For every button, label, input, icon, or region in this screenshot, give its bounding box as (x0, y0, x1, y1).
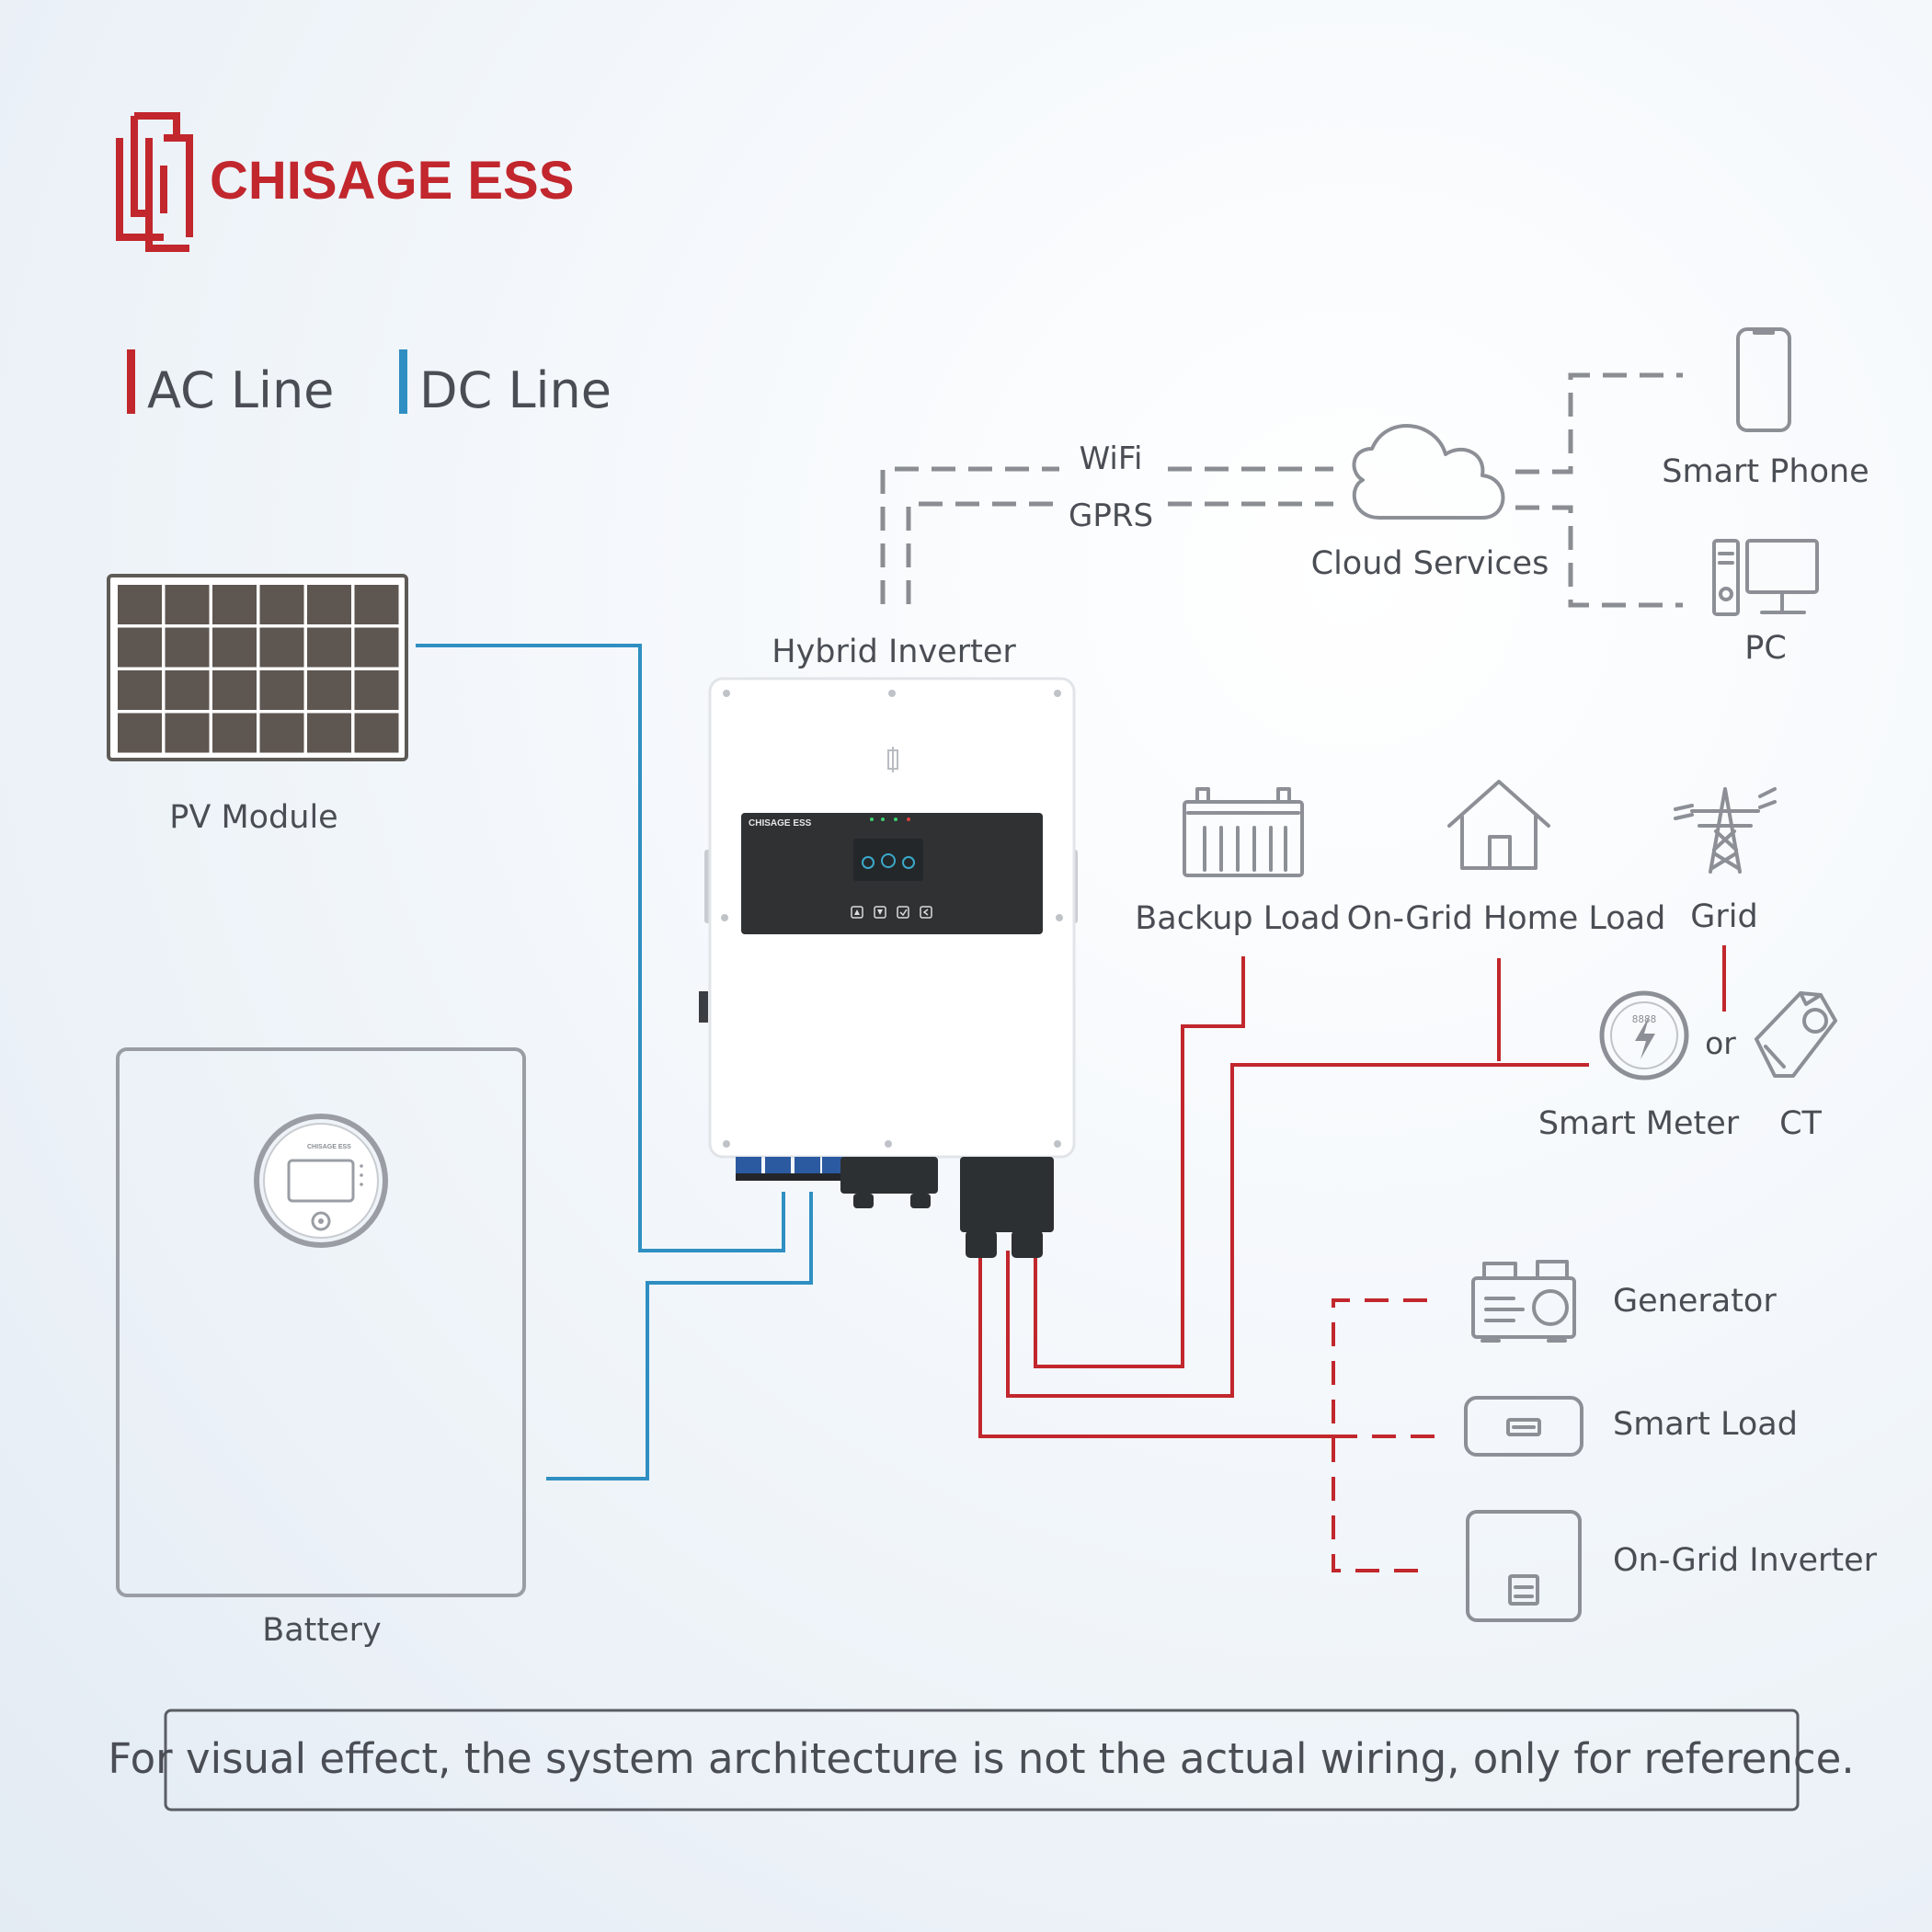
ac-lines (978, 945, 1726, 1438)
inverter-down-button[interactable] (874, 906, 886, 919)
hybrid-inverter: CHISAGE ESS (699, 677, 1078, 1258)
pv-cell (307, 585, 351, 624)
grid-label: Grid (1690, 898, 1757, 935)
smart-load-icon (1464, 1396, 1583, 1457)
battery-brand-label: CHISAGE ESS (307, 1144, 351, 1150)
pv-cell (259, 713, 304, 753)
inverter-communication-ports (840, 1157, 938, 1208)
pv-cell (259, 627, 304, 668)
generator-label: Generator (1613, 1283, 1777, 1320)
pv-cell (118, 585, 162, 624)
pv-cell (118, 670, 162, 710)
inverter-up-button[interactable] (851, 906, 863, 919)
ongrid-inverter-label: On-Grid Inverter (1613, 1542, 1878, 1579)
inverter-ac-ports (960, 1157, 1054, 1258)
ct-clamp-icon (1755, 991, 1837, 1078)
pc-icon (1712, 539, 1819, 616)
inverter-enter-button[interactable] (897, 906, 909, 919)
pv-cell (212, 585, 257, 624)
inverter-logo-icon (887, 747, 898, 772)
ct-label: CT (1779, 1105, 1822, 1142)
home-load-label: On-Grid Home Load (1347, 900, 1666, 937)
battery-label: Battery (262, 1612, 382, 1649)
inverter-back-button[interactable] (920, 906, 932, 919)
footer-note-box (164, 1709, 1800, 1812)
battery-icon: CHISAGE ESS (116, 1047, 526, 1597)
inverter-screen (853, 839, 923, 881)
pv-cell (212, 713, 257, 753)
brand-name: CHISAGE ESS (210, 151, 574, 211)
gprs-label: GPRS (1069, 497, 1153, 534)
smart-meter-digits: 8888 (1632, 1013, 1657, 1025)
wifi-label: WiFi (1080, 440, 1143, 477)
ac-legend-label: AC Line (147, 361, 334, 419)
footer-note: For visual effect, the system architectu… (108, 1734, 1854, 1783)
pv-cell (165, 670, 210, 710)
pv-cell (165, 627, 210, 668)
pv-cell (354, 713, 399, 753)
communication-lines (880, 372, 1683, 608)
pv-cell (307, 627, 351, 668)
inverter-panel-brand: CHISAGE ESS (749, 818, 812, 829)
pv-cell (354, 670, 399, 710)
smart-phone-icon (1736, 327, 1791, 432)
grid-tower-icon (1674, 787, 1777, 874)
pv-cell (118, 627, 162, 668)
pv-cell (118, 713, 162, 753)
pv-cell (259, 670, 304, 710)
generator-icon (1471, 1260, 1576, 1343)
smart-phone-label: Smart Phone (1662, 453, 1869, 490)
smart-load-label: Smart Load (1613, 1406, 1798, 1443)
smart-meter-icon (1599, 990, 1689, 1080)
brand-logo-icon (116, 112, 193, 252)
pv-cell (165, 713, 210, 753)
backup-load-label: Backup Load (1135, 900, 1340, 937)
pv-cell (354, 585, 399, 624)
pv-module-label: PV Module (169, 799, 337, 836)
dc-legend-swatch (399, 349, 407, 414)
smart-meter-label: Smart Meter (1538, 1105, 1740, 1142)
hybrid-inverter-label: Hybrid Inverter (772, 634, 1016, 670)
ac-optional-lines (1332, 1298, 1440, 1572)
pv-cell (307, 670, 351, 710)
cloud-icon (1352, 424, 1505, 520)
pv-cell (212, 670, 257, 710)
pv-cell (259, 585, 304, 624)
pv-module-icon (107, 574, 408, 761)
dc-lines (416, 644, 813, 1480)
pv-cell (307, 713, 351, 753)
pv-cell (212, 627, 257, 668)
dc-legend-label: DC Line (419, 361, 612, 419)
pc-label: PC (1744, 630, 1787, 667)
cloud-services-label: Cloud Services (1311, 545, 1549, 582)
pv-cell (165, 585, 210, 624)
backup-load-icon (1183, 787, 1304, 877)
house-icon (1447, 780, 1550, 870)
ac-legend-swatch (127, 349, 135, 414)
ongrid-inverter-icon (1466, 1510, 1582, 1622)
pv-cell (354, 627, 399, 668)
or-label: or (1705, 1025, 1736, 1061)
inverter-pv-connectors (736, 1157, 848, 1181)
